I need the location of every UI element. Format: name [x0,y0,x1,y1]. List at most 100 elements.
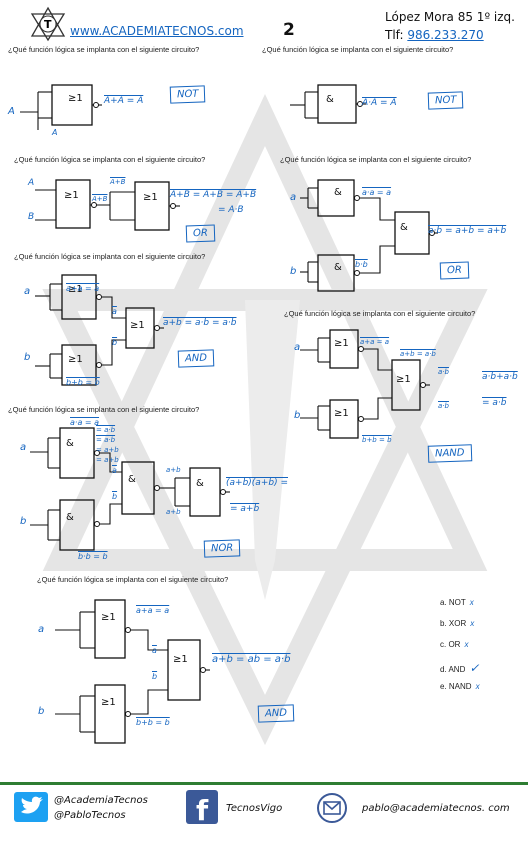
address-text: López Mora 85 1º izq. [385,10,515,24]
q7-input-a: a [20,442,27,453]
q6-mid-3: b+b = b [362,436,392,444]
phone-number[interactable]: 986.233.270 [407,28,484,42]
q8-circuit: ≥1 ≥1 ≥1 [55,599,210,744]
q3-mid-1: A+B [110,178,126,186]
svg-text:≥1: ≥1 [334,408,349,419]
q6-input-a: a [294,342,301,353]
question-6: ¿Qué función lógica se implanta con el s… [284,309,476,318]
email-address[interactable]: pablo@academiatecnos. com [362,803,510,814]
q7-expression: (a+b)(a+b) = [226,478,288,488]
q3-answer: OR [185,224,216,243]
watermark-star [42,93,488,746]
svg-text:≥1: ≥1 [64,190,79,201]
q5-mid-2: b+b = b [66,378,100,387]
q8-input-a: a [38,624,45,635]
svg-text:≥1: ≥1 [68,93,83,104]
twitter-handle-1[interactable]: @AcademiaTecnos [54,795,148,806]
q7-line-ab1: a+b [166,466,181,474]
academy-logo-icon: T [30,6,66,42]
q8-input-b: b [38,706,45,717]
q7-circuit: & & & & [30,427,230,551]
q3-expression-2: = A·B [218,205,244,215]
q5-expression: a+b = a·b = a·b [163,318,237,328]
q2-expression: A·A = A [362,98,397,108]
q7-note-4: = a+b [96,456,119,464]
q8-expression: a+b = ab = a·b [212,654,291,665]
q6-line-1: a·b [438,368,449,376]
q7-mid-3: b·b = b [78,552,108,561]
q1-input-label: A [8,106,15,117]
svg-text:≥1: ≥1 [68,284,83,295]
q7-line-ab2: a+b [166,508,181,516]
q5-mid-1: a+a = a [66,284,100,293]
svg-text:≥1: ≥1 [101,697,116,708]
q8-answer: AND [257,704,295,723]
q1-answer: NOT [169,85,206,104]
q7-answer: NOR [203,539,241,558]
q7-expression-2: = a+b [230,504,260,514]
q4-circuit: & & & [300,179,438,292]
question-3: ¿Qué función lógica se implanta con el s… [14,155,206,164]
svg-text:&: & [334,187,342,198]
q5-line-b: b [112,338,118,347]
q6-input-b: b [294,410,301,421]
svg-text:≥1: ≥1 [130,320,145,331]
twitter-handle-2[interactable]: @PabloTecnos [54,810,126,821]
phone-label: Tlf: [385,28,408,42]
q4-answer: OR [439,261,470,280]
page-number: 2 [283,20,295,40]
q4-input-a: a [290,192,297,203]
q5-circuit: ≥1 ≥1 ≥1 [35,274,164,386]
svg-text:≥1: ≥1 [143,192,158,203]
q6-answer: NAND [427,444,472,463]
website-link[interactable]: www.ACADEMIATECNOS.com [70,24,244,38]
q6-line-2: a·b [438,402,449,410]
q2-answer: NOT [427,91,464,110]
footer-divider [0,782,528,785]
q4-input-b: b [290,266,297,277]
question-7: ¿Qué función lógica se implanta con el s… [8,405,200,414]
svg-text:&: & [400,222,408,233]
q6-circuit: ≥1 ≥1 ≥1 [300,329,430,439]
q5-input-a: a [24,286,31,297]
q7-note-1: = a·b [96,426,116,434]
question-2: ¿Qué función lógica se implanta con el s… [262,45,454,54]
svg-text:&: & [66,438,74,449]
svg-text:≥1: ≥1 [68,354,83,365]
svg-text:≥1: ≥1 [101,612,116,623]
q5-line-a: a [112,307,117,316]
svg-text:f: f [196,794,209,824]
svg-text:T: T [44,18,52,31]
svg-text:&: & [196,478,204,489]
question-1: ¿Qué función lógica se implanta con el s… [8,45,200,54]
q8-mid-2: b+b = b [136,718,170,727]
svg-text:&: & [334,262,342,273]
q6-expression: a·b+a·b [482,372,518,382]
email-icon[interactable] [316,792,348,824]
q7-note-3: = a+b [96,446,119,454]
twitter-icon[interactable] [14,792,48,822]
svg-text:≥1: ≥1 [173,654,188,665]
q7-line-b: b [112,492,118,501]
option-d[interactable]: d. AND✓ [440,661,480,675]
q4-mid-2: b·b [355,260,368,269]
question-8: ¿Qué función lógica se implanta con el s… [37,575,229,584]
facebook-icon[interactable]: f [186,790,218,824]
q6-mid-2: a+b = a·b [400,350,436,358]
svg-text:≥1: ≥1 [334,338,349,349]
q8-line-a: a [152,646,157,655]
q3-circuit: ≥1 ≥1 [35,179,180,231]
q3-input-a: A [28,178,35,188]
facebook-page[interactable]: TecnosVigo [226,803,283,814]
q1-circuit: ≥1 [20,84,102,130]
q6-expression-2: = a·b [482,398,507,408]
q7-mid-1: a·a = a [70,418,100,427]
q1-input-bottom: A [52,128,58,137]
svg-text:&: & [66,512,74,523]
q4-mid-1: a·a = a [362,188,392,197]
